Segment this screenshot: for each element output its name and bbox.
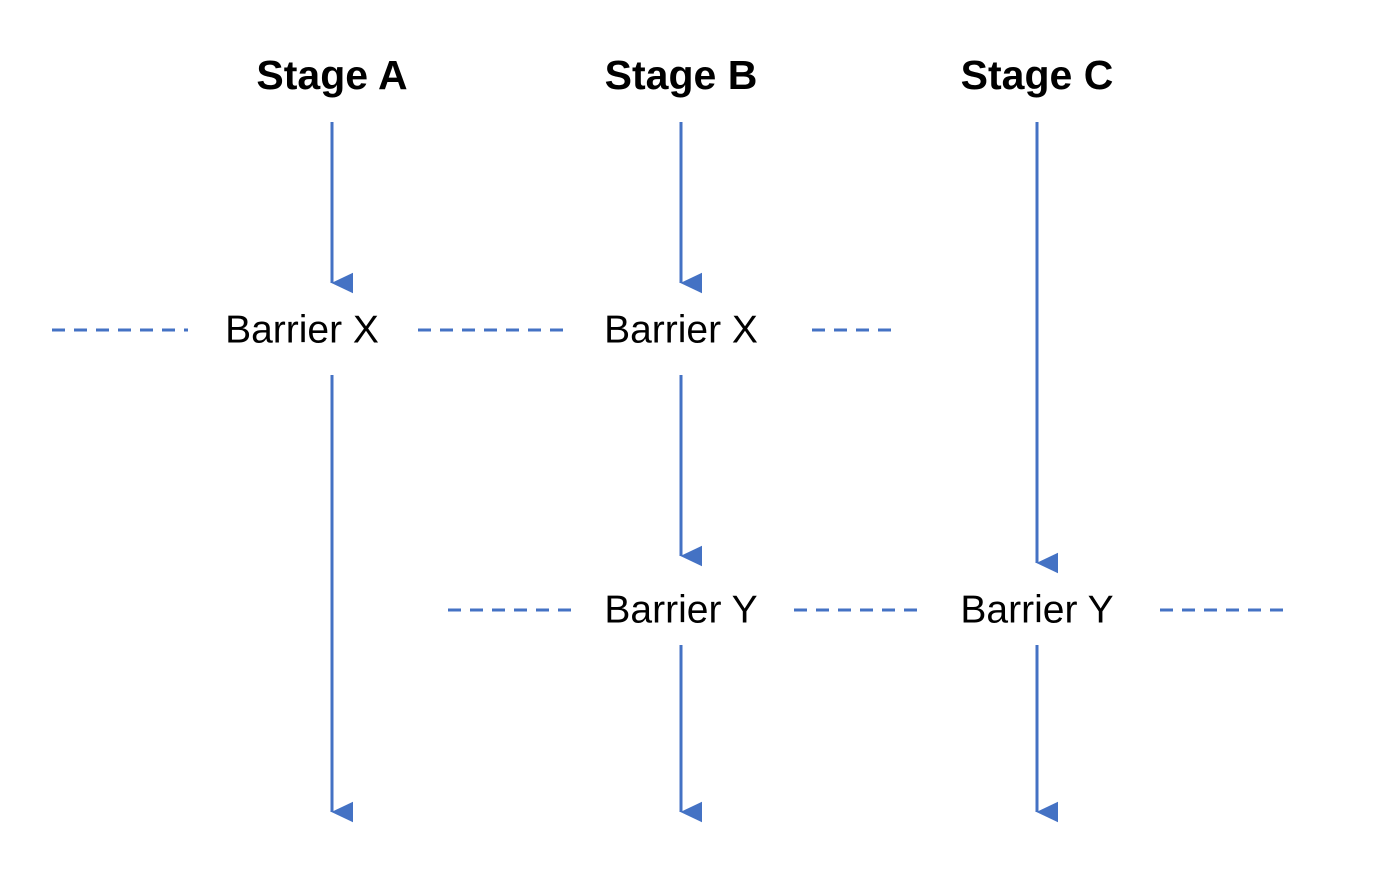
- barrier-label-x-b: Barrier X: [604, 308, 758, 352]
- stage-header-a: Stage A: [256, 52, 408, 98]
- barrier-label-y-b: Barrier Y: [604, 588, 758, 632]
- barrier-label-y-c: Barrier Y: [960, 588, 1114, 632]
- arrows-group: [330, 122, 1058, 823]
- stage-header-c: Stage C: [960, 52, 1114, 98]
- barrier-label-x-a: Barrier X: [225, 308, 379, 352]
- stage-header-b: Stage B: [604, 52, 758, 98]
- barrier-dashed-lines-group: [52, 328, 1286, 612]
